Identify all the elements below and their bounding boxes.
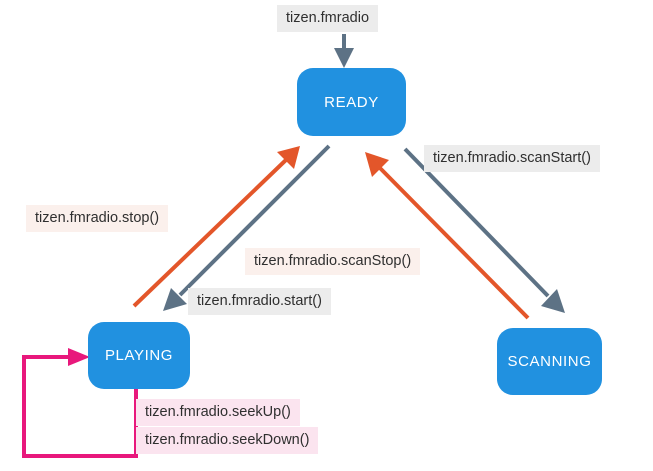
edge-label-scanstop: tizen.fmradio.scanStop() xyxy=(245,248,421,276)
edge-label-stop: tizen.fmradio.stop() xyxy=(26,205,169,233)
scanstart-arrow-head xyxy=(541,289,565,313)
state-node-scanning-label: SCANNING xyxy=(507,353,592,370)
edge-label-start: tizen.fmradio.start() xyxy=(188,288,331,316)
start-arrow-line xyxy=(178,144,331,297)
scanstop-arrow-head xyxy=(365,152,389,177)
edge-label-scanstart: tizen.fmradio.scanStart() xyxy=(424,145,600,173)
entry-arrow-head xyxy=(334,48,354,68)
edge-label-entry: tizen.fmradio xyxy=(277,5,379,33)
state-node-ready[interactable]: READY xyxy=(297,68,406,136)
stop-arrow-head xyxy=(277,146,300,169)
edge-scanning-to-ready-scanstop xyxy=(365,152,530,320)
edge-playing-to-ready-stop xyxy=(132,146,300,308)
start-arrow-head xyxy=(163,288,187,311)
state-node-playing-label: PLAYING xyxy=(104,347,174,364)
edge-ready-to-playing-start xyxy=(163,144,331,311)
seek-loop-arrow-head xyxy=(68,348,90,366)
edge-label-seekup: tizen.fmradio.seekUp() xyxy=(136,399,300,427)
scanstop-arrow-line xyxy=(376,164,530,320)
state-node-ready-label: READY xyxy=(324,93,379,111)
scanstart-arrow-line xyxy=(403,147,550,298)
edge-label-seekdown: tizen.fmradio.seekDown() xyxy=(136,427,319,455)
state-node-playing[interactable]: PLAYING xyxy=(88,322,190,389)
state-node-scanning[interactable]: SCANNING xyxy=(497,328,602,395)
edge-ready-to-scanning-scanstart xyxy=(403,147,565,313)
stop-arrow-line xyxy=(132,156,290,308)
edge-entry-to-ready xyxy=(334,34,354,68)
